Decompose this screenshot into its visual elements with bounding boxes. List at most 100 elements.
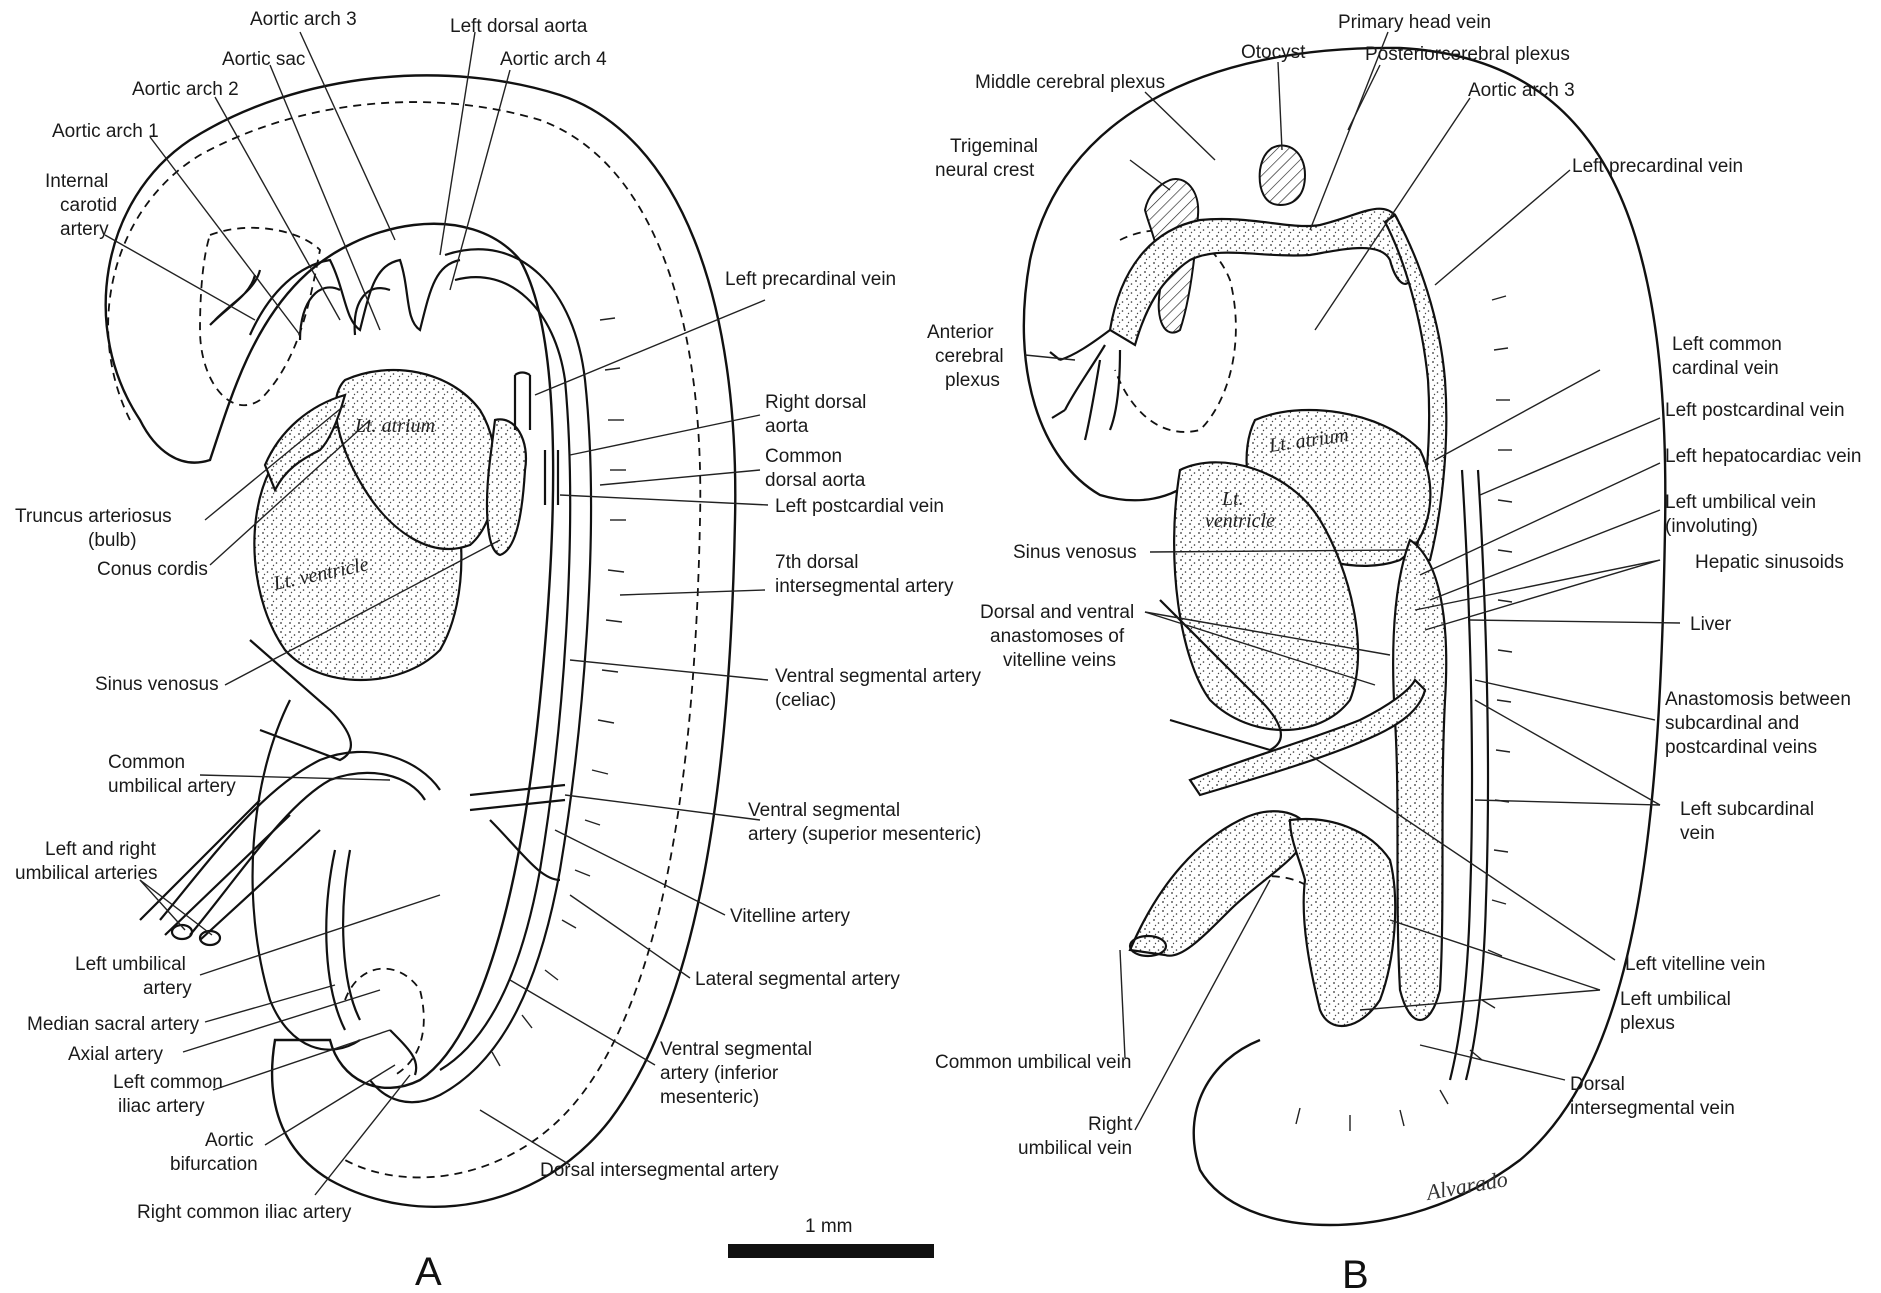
label-ventral-celiac-1: Ventral segmental artery (775, 666, 981, 687)
label-dorsal-ventral-anastomoses-1: Dorsal and ventral (980, 602, 1134, 623)
panel-b-anterior-cerebral-plexus (1050, 330, 1120, 440)
label-common-umbilical-vein: Common umbilical vein (935, 1052, 1131, 1073)
label-anastomosis-between-1: Anastomosis between (1665, 689, 1851, 710)
label-left-subcardinal-1: Left subcardinal (1680, 799, 1814, 820)
label-left-umbilical-artery-1: Left umbilical (75, 954, 186, 975)
label-left-postcardial-vein: Left postcardial vein (775, 496, 944, 517)
label-aortic-arch-2: Aortic arch 2 (132, 79, 239, 100)
label-internal-carotid-3: artery (60, 219, 109, 240)
panel-a-umbilical-tubes (140, 800, 320, 940)
panel-a-internal-carotid (210, 270, 260, 325)
label-7th-dorsal-2: intersegmental artery (775, 576, 954, 597)
label-truncus-2: (bulb) (88, 530, 137, 551)
label-left-umbilical-artery-2: artery (143, 978, 192, 999)
panel-a-arch-loops (300, 287, 390, 340)
label-axial-artery: Axial artery (68, 1044, 164, 1065)
panel-b-letter: B (1342, 1253, 1369, 1293)
panel-a-atrium-text: Lt. atrium (354, 415, 435, 437)
label-left-dorsal-aorta: Left dorsal aorta (450, 16, 588, 37)
scale-bar: 1 mm (728, 1216, 934, 1258)
label-right-dorsal-aorta-1: Right dorsal (765, 392, 866, 413)
label-left-postcardinal-vein: Left postcardinal vein (1665, 400, 1845, 421)
label-aortic-bifurcation-1: Aortic (205, 1130, 254, 1151)
panel-b-liver-column (1393, 540, 1446, 1020)
label-7th-dorsal-1: 7th dorsal (775, 552, 858, 573)
label-dorsal-intersegmental-vein-2: intersegmental vein (1570, 1098, 1735, 1119)
label-anterior-cerebral-1: Anterior (927, 322, 994, 343)
label-trigeminal-2: neural crest (935, 160, 1035, 181)
panel-b-postcardinal-vein (1450, 470, 1488, 1080)
panel-a-letter: A (415, 1250, 442, 1293)
label-internal-carotid-1: Internal (45, 171, 108, 192)
label-lateral-segmental: Lateral segmental artery (695, 969, 900, 990)
label-right-umbilical-vein-2: umbilical vein (1018, 1138, 1132, 1159)
label-hepatic-sinusoids: Hepatic sinusoids (1695, 552, 1844, 573)
label-left-common-cardinal-1: Left common (1672, 334, 1782, 355)
label-ventral-sup-mes-2: artery (superior mesenteric) (748, 824, 981, 845)
label-left-precardinal-vein-a: Left precardinal vein (725, 269, 896, 290)
label-common-dorsal-aorta-2: dorsal aorta (765, 470, 866, 491)
scale-bar-label: 1 mm (805, 1216, 853, 1237)
label-right-umbilical-vein-1: Right (1088, 1114, 1133, 1135)
label-aortic-bifurcation-2: bifurcation (170, 1154, 258, 1175)
label-right-dorsal-aorta-2: aorta (765, 416, 809, 437)
label-liver: Liver (1690, 614, 1732, 635)
label-aortic-sac: Aortic sac (222, 49, 305, 70)
panel-a-limb-dashed (345, 969, 424, 1075)
panel-a-postcardial-tube (545, 450, 558, 505)
panel-a-precardinal-tube (515, 373, 530, 431)
label-anterior-cerebral-2: cerebral (935, 346, 1004, 367)
panel-a-tail-vessels (326, 850, 416, 1075)
label-left-vitelline-vein: Left vitelline vein (1625, 954, 1765, 975)
label-sinus-venosus-b: Sinus venosus (1013, 542, 1137, 563)
label-truncus-1: Truncus arteriosus (15, 506, 172, 527)
label-left-subcardinal-2: vein (1680, 823, 1715, 844)
panel-a-sinus-venosus (487, 419, 526, 555)
scale-bar-rect (728, 1244, 934, 1258)
label-aortic-arch-1: Aortic arch 1 (52, 121, 159, 142)
label-middle-cerebral-plexus: Middle cerebral plexus (975, 72, 1165, 93)
label-aortic-arch-4: Aortic arch 4 (500, 49, 607, 70)
panel-b-ventricle-text-2: ventricle (1205, 510, 1275, 532)
label-dorsal-ventral-anastomoses-3: vitelline veins (1003, 650, 1116, 671)
label-left-common-cardinal-2: cardinal vein (1672, 358, 1779, 379)
label-left-common-iliac-2: iliac artery (118, 1096, 205, 1117)
panel-b-labels: Primary head vein Otocyst Posteriorcereb… (927, 12, 1861, 1159)
label-aortic-arch-3: Aortic arch 3 (250, 9, 357, 30)
label-anterior-cerebral-3: plexus (945, 370, 1000, 391)
panel-b-otocyst (1260, 146, 1305, 205)
label-ventral-inf-mes-1: Ventral segmental (660, 1039, 812, 1060)
label-ventral-inf-mes-3: mesenteric) (660, 1087, 759, 1108)
label-left-umbilical-vein-2: (involuting) (1665, 516, 1758, 537)
panel-b-umbilical-plexus (1290, 819, 1395, 1026)
label-anastomosis-between-2: subcardinal and (1665, 713, 1799, 734)
label-left-hepatocardiac-vein: Left hepatocardiac vein (1665, 446, 1861, 467)
label-otocyst: Otocyst (1241, 42, 1306, 63)
label-vitelline-artery: Vitelline artery (730, 906, 851, 927)
label-aortic-arch-3-b: Aortic arch 3 (1468, 80, 1575, 101)
label-internal-carotid-2: carotid (60, 195, 117, 216)
label-left-right-umbilical-1: Left and right (45, 839, 157, 860)
label-common-umbilical-artery-1: Common (108, 752, 185, 773)
label-ventral-inf-mes-2: artery (inferior (660, 1063, 779, 1084)
label-dorsal-ventral-anastomoses-2: anastomoses of (990, 626, 1125, 647)
label-left-precardinal-vein-b: Left precardinal vein (1572, 156, 1743, 177)
label-right-common-iliac: Right common iliac artery (137, 1202, 352, 1223)
label-left-common-iliac-1: Left common (113, 1072, 223, 1093)
artist-signature: Alvarado (1423, 1166, 1510, 1205)
label-trigeminal-1: Trigeminal (950, 136, 1038, 157)
panel-a-drawing (106, 75, 736, 1206)
label-left-umbilical-plexus-1: Left umbilical (1620, 989, 1731, 1010)
label-common-dorsal-aorta-1: Common (765, 446, 842, 467)
label-median-sacral: Median sacral artery (27, 1014, 200, 1035)
label-primary-head-vein: Primary head vein (1338, 12, 1491, 33)
label-anastomosis-between-3: postcardinal veins (1665, 737, 1817, 758)
label-left-umbilical-plexus-2: plexus (1620, 1013, 1675, 1034)
label-dorsal-intersegmental-vein-1: Dorsal (1570, 1074, 1625, 1095)
panel-b-common-umbilical-vein (1130, 811, 1310, 955)
label-left-umbilical-vein-1: Left umbilical vein (1665, 492, 1816, 513)
label-ventral-celiac-2: (celiac) (775, 690, 836, 711)
label-ventral-sup-mes-1: Ventral segmental (748, 800, 900, 821)
label-common-umbilical-artery-2: umbilical artery (108, 776, 236, 797)
